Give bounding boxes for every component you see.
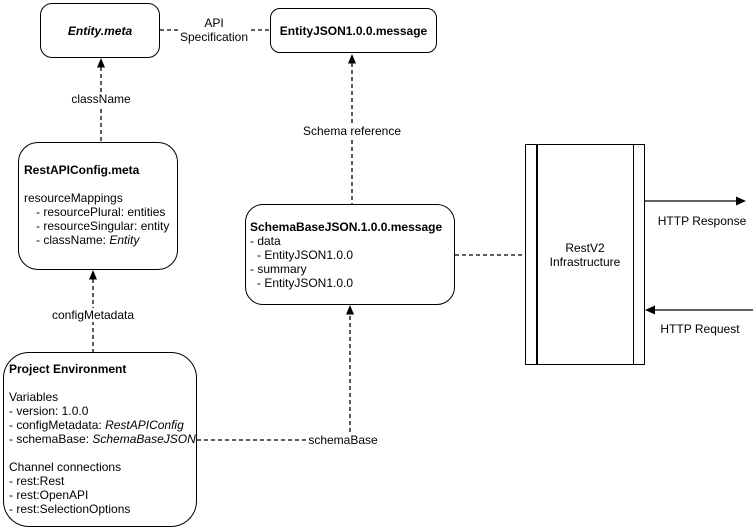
label-http-response: HTTP Response	[655, 214, 749, 228]
node-schema-base-json-title: SchemaBaseJSON.1.0.0.message	[250, 220, 443, 234]
node-project-environment-title: Project Environment	[9, 362, 127, 376]
node-project-environment: Project Environment Variables - version:…	[3, 352, 197, 527]
list-item: - EntityJSON1.0.0	[257, 276, 354, 290]
node-restv2-title-line1: RestV2	[565, 240, 605, 255]
spacer	[24, 177, 174, 191]
list-item: - EntityJSON1.0.0	[257, 248, 354, 262]
edge-schema-base	[197, 314, 351, 441]
arrowhead-config-metadata	[89, 270, 97, 280]
list-item: - version: 1.0.0	[9, 404, 89, 418]
list-item: - resourcePlural: entities	[36, 205, 166, 219]
node-rest-api-config-title: RestAPIConfig.meta	[24, 163, 140, 177]
label-class-name: className	[69, 92, 133, 106]
node-entity-json: EntityJSON1.0.0.message	[270, 8, 437, 53]
label-schema-reference: Schema reference	[300, 124, 404, 138]
arrowhead-schema-base	[346, 305, 354, 315]
node-schema-base-json: SchemaBaseJSON.1.0.0.message - data - En…	[245, 204, 455, 305]
spacer	[9, 376, 193, 390]
list-item: - schemaBase: SchemaBaseJSON	[9, 432, 196, 446]
section-heading: Variables	[9, 390, 59, 404]
node-entity-meta-title: Entity.meta	[67, 23, 133, 38]
list-item: - summary	[250, 262, 307, 276]
list-item: - className: Entity	[36, 233, 140, 247]
list-item: - rest:SelectionOptions	[9, 502, 131, 516]
list-item: - data	[250, 234, 281, 248]
arrowhead-class-name	[97, 58, 105, 68]
component-side-line	[632, 145, 634, 364]
node-restv2-title-line2: Infrastructure	[549, 254, 621, 269]
spacer	[9, 446, 193, 460]
arrowhead-http-request	[645, 305, 655, 315]
list-item: - resourceSingular: entity	[36, 219, 170, 233]
list-item: - rest:Rest	[9, 474, 65, 488]
arrowhead-schema-reference	[348, 54, 356, 64]
node-entity-json-title: EntityJSON1.0.0.message	[279, 23, 428, 38]
section-heading: Channel connections	[9, 460, 122, 474]
arrowhead-http-response	[736, 196, 746, 206]
section-heading: resourceMappings	[24, 191, 123, 205]
label-http-request: HTTP Request	[658, 322, 742, 336]
node-rest-api-config: RestAPIConfig.meta resourceMappings - re…	[18, 142, 178, 270]
label-schema-base: schemaBase	[306, 433, 380, 447]
node-restv2-infrastructure: RestV2 Infrastructure	[525, 144, 645, 365]
label-api-specification: API Specification	[177, 16, 251, 44]
node-entity-meta: Entity.meta	[40, 3, 160, 58]
list-item: - rest:OpenAPI	[9, 488, 89, 502]
component-side-line	[536, 145, 538, 364]
label-config-metadata: configMetadata	[49, 308, 137, 322]
list-item: - configMetadata: RestAPIConfig	[9, 418, 184, 432]
